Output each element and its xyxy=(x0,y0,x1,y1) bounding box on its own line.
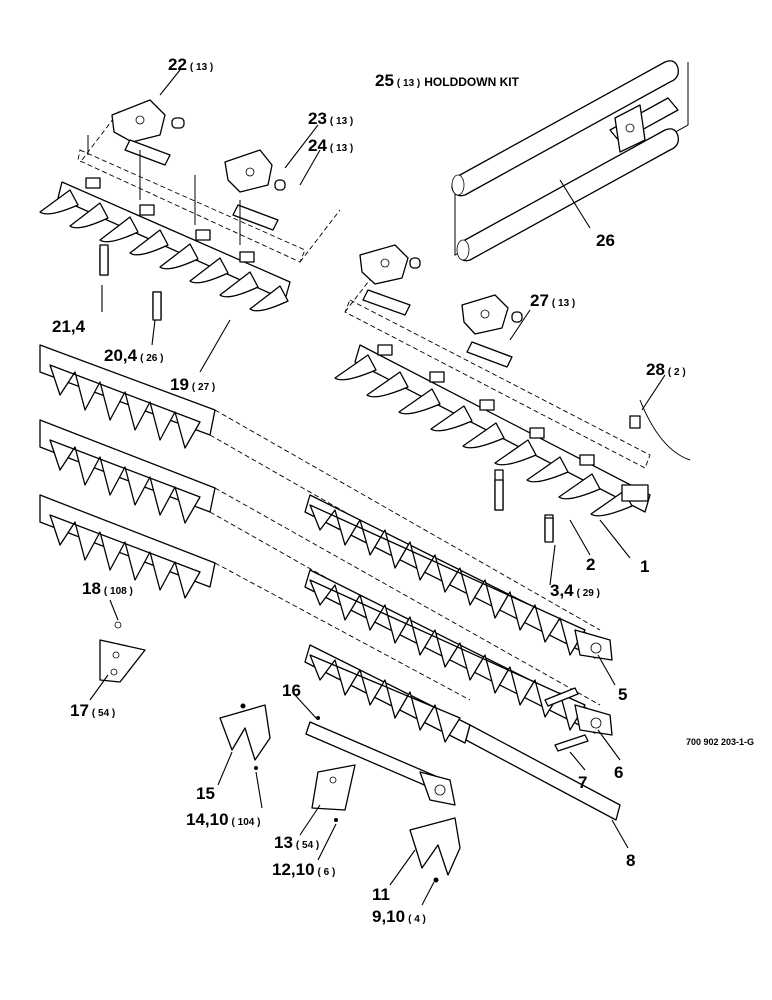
callout-6: 6 xyxy=(614,763,623,782)
callout-18: 18( 108 ) xyxy=(82,579,133,598)
callout-1: 1 xyxy=(640,557,649,576)
callout-23: 23( 13 ) xyxy=(308,109,353,128)
left-holddown-assembly xyxy=(77,99,341,263)
right-guard-row xyxy=(334,344,651,541)
callout-28: 28( 2 ) xyxy=(646,360,686,379)
callout-9: 9,10( 4 ) xyxy=(372,907,426,926)
callout-5: 5 xyxy=(618,685,627,704)
callout-14: 14,10( 104 ) xyxy=(186,810,260,829)
bolts xyxy=(99,244,589,752)
callout-22: 22( 13 ) xyxy=(168,55,213,74)
section-13 xyxy=(311,764,356,822)
callout-13: 13( 54 ) xyxy=(274,833,319,852)
diagram-code: 700 902 203-1-G xyxy=(686,737,754,747)
callout-labels: 22( 13 ) 23( 13 ) 24( 13 ) 26 27( 13 ) 2… xyxy=(52,55,754,926)
section-11 xyxy=(409,817,461,883)
leader-lines xyxy=(89,69,666,906)
callout-21: 21,4 xyxy=(52,317,86,336)
section-17 xyxy=(99,621,146,683)
callout-12: 12,10( 6 ) xyxy=(272,860,335,879)
callout-26: 26 xyxy=(596,231,615,250)
callout-16: 16 xyxy=(282,681,301,700)
knife-head-16 xyxy=(305,716,456,806)
sickle-bar-bottom xyxy=(39,494,621,821)
callout-2: 2 xyxy=(586,555,595,574)
callout-15: 15 xyxy=(196,784,215,803)
callout-20: 20,4( 26 ) xyxy=(104,346,163,365)
callout-11: 11 xyxy=(372,885,390,904)
callout-19: 19( 27 ) xyxy=(170,375,215,394)
callout-7: 7 xyxy=(578,773,587,792)
sickle-bar-middle xyxy=(39,419,613,736)
sickle-bar-top xyxy=(39,344,613,661)
callout-3: 3,4( 29 ) xyxy=(550,581,600,600)
left-guard-row xyxy=(39,177,291,319)
callout-24: 24( 13 ) xyxy=(308,136,353,155)
section-15 xyxy=(219,703,271,770)
callout-8: 8 xyxy=(626,851,635,870)
holddown-kit-label: 25( 13 )HOLDDOWN KIT xyxy=(375,71,520,90)
callout-17: 17( 54 ) xyxy=(70,701,115,720)
callout-27: 27( 13 ) xyxy=(530,291,575,310)
holddown-kit-panel xyxy=(451,60,689,262)
right-holddown-assembly xyxy=(344,244,691,469)
